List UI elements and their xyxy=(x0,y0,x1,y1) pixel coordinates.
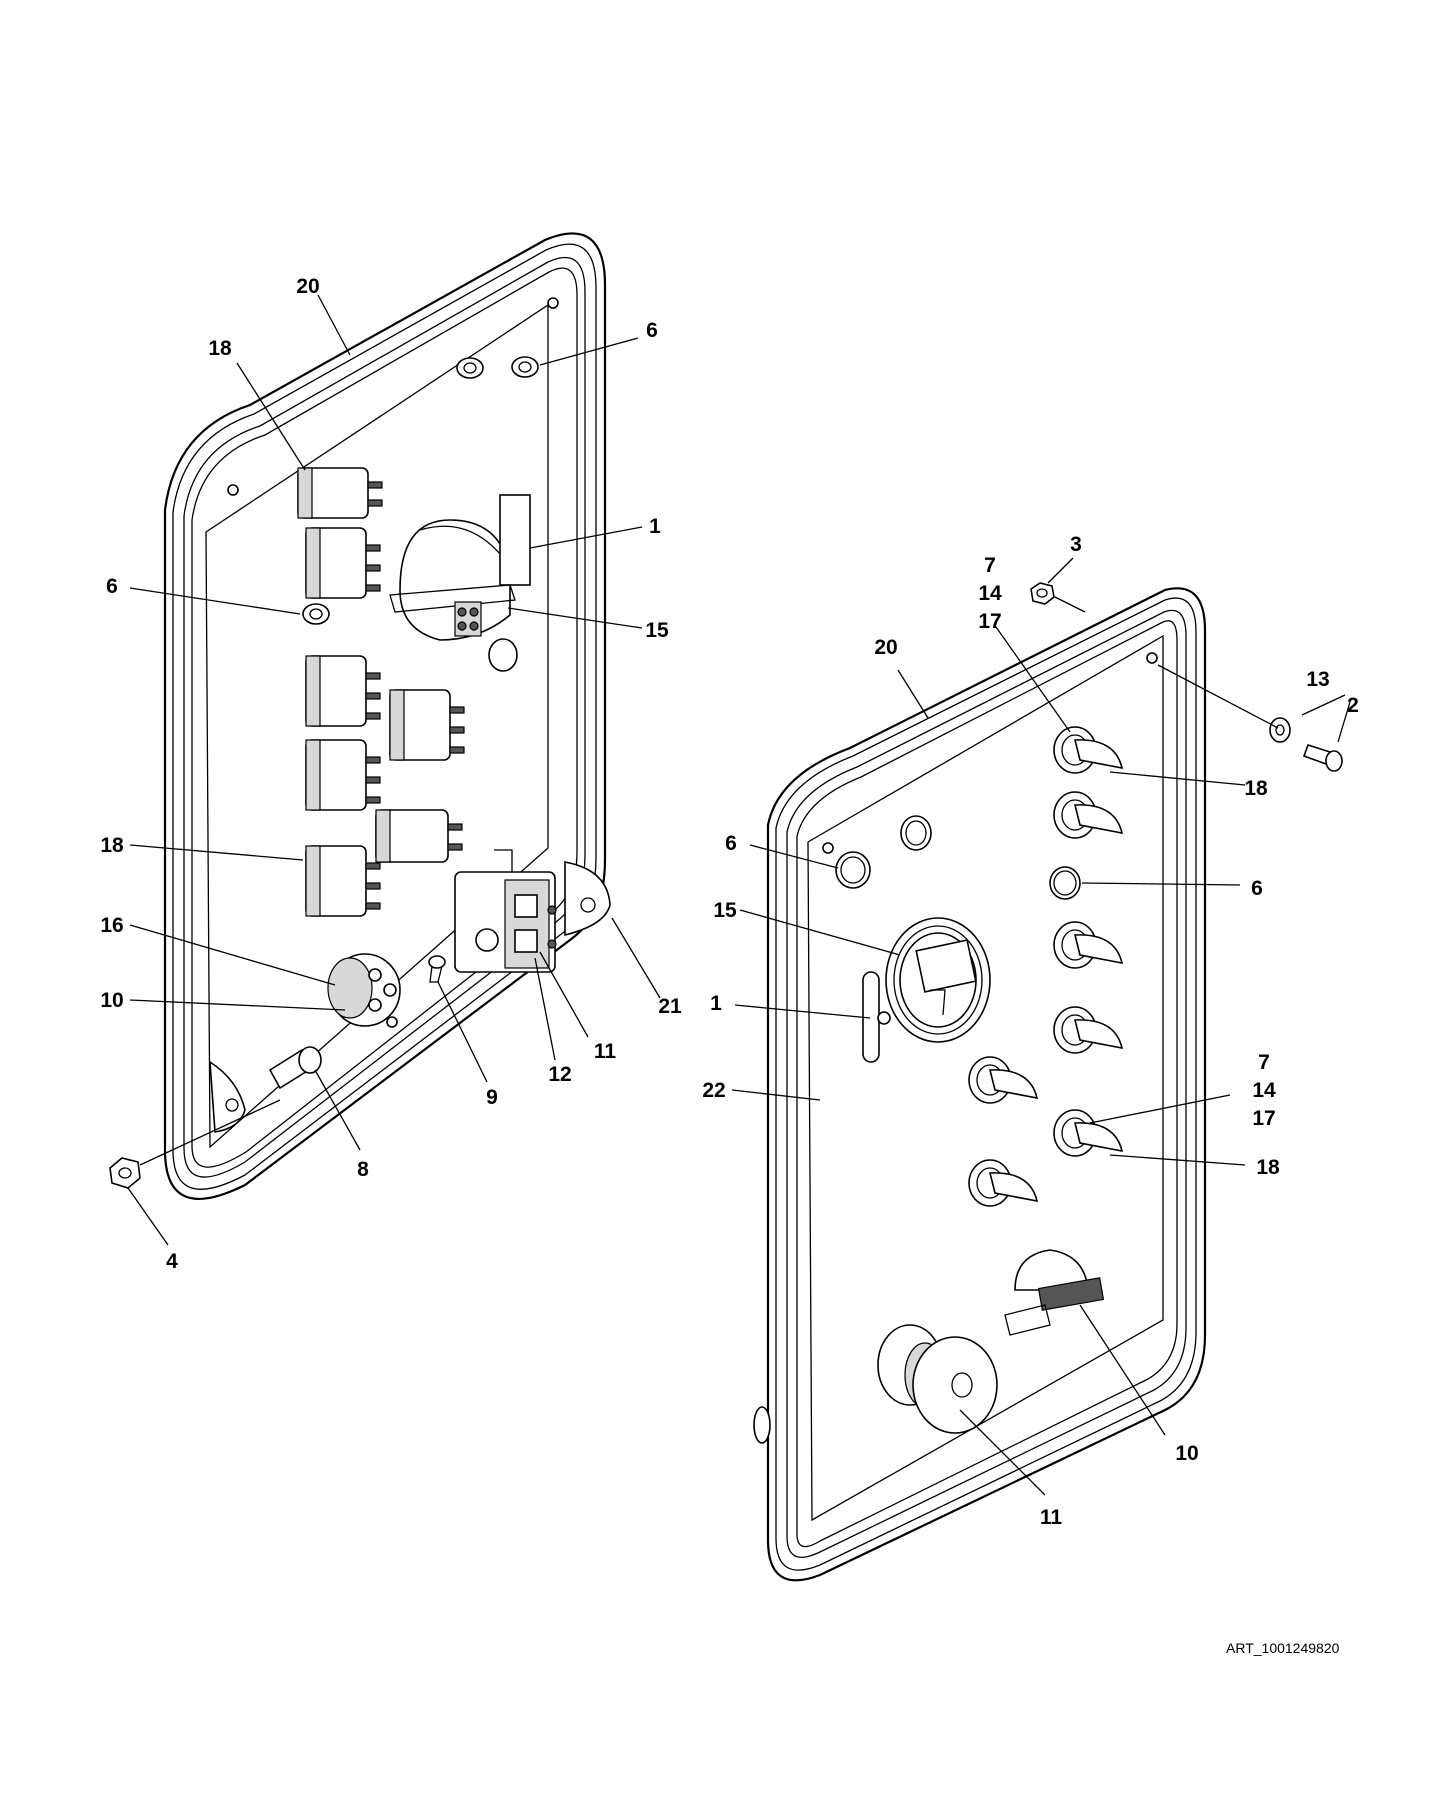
callout-15: 15 xyxy=(645,619,669,642)
callout-8: 8 xyxy=(357,1158,369,1181)
screw xyxy=(428,955,446,983)
callout-3: 3 xyxy=(1070,533,1082,556)
pin xyxy=(268,1046,322,1090)
mounting-bracket xyxy=(209,861,611,1133)
bolt xyxy=(1302,744,1343,772)
callout-14: 14 xyxy=(978,582,1002,605)
callout-6: 6 xyxy=(106,575,118,598)
callout-11: 11 xyxy=(594,1040,617,1063)
spacer-bushing xyxy=(302,356,539,625)
callout-13: 13 xyxy=(1306,668,1329,691)
callout-1: 1 xyxy=(649,515,661,538)
callout-10: 10 xyxy=(100,989,123,1012)
emergency-stop-button xyxy=(877,1324,998,1434)
left-leader-lines xyxy=(127,294,661,1246)
callout-18: 18 xyxy=(100,834,124,857)
callout-21: 21 xyxy=(658,995,682,1018)
callout-4: 4 xyxy=(166,1250,178,1273)
key-switch-rear xyxy=(327,953,401,1028)
callout-22: 22 xyxy=(702,1079,725,1102)
art-number-label: ART_1001249820 xyxy=(1226,1640,1340,1656)
callout-12: 12 xyxy=(548,1063,571,1086)
callout-11: 11 xyxy=(1040,1506,1063,1529)
hour-meter-rear xyxy=(389,494,531,672)
hex-nut xyxy=(1030,582,1055,605)
nut xyxy=(109,1157,141,1189)
right-panel-frame xyxy=(753,587,1207,1582)
callout-20: 20 xyxy=(296,275,319,298)
callout-20: 20 xyxy=(874,636,897,659)
callout-9: 9 xyxy=(486,1086,498,1109)
callout-2: 2 xyxy=(1347,694,1359,717)
callout-17: 17 xyxy=(1252,1107,1275,1130)
toggle-switch-group xyxy=(968,726,1124,1207)
right-panel xyxy=(731,557,1351,1582)
right-leader-lines xyxy=(731,557,1351,1496)
callout-6: 6 xyxy=(725,832,737,855)
washer xyxy=(1269,717,1291,743)
callout-18: 18 xyxy=(1244,777,1268,800)
callout-15: 15 xyxy=(713,899,737,922)
callout-1: 1 xyxy=(710,992,722,1015)
callout-10: 10 xyxy=(1175,1442,1198,1465)
right-callouts: 3 7 14 17 20 13 2 18 6 6 15 1 22 7 14 17… xyxy=(702,533,1359,1529)
callout-7: 7 xyxy=(1258,1051,1270,1074)
callout-16: 16 xyxy=(100,914,123,937)
left-panel-frame xyxy=(163,232,607,1200)
callout-17: 17 xyxy=(978,610,1001,633)
callout-6: 6 xyxy=(1251,877,1263,900)
estop-contact-block xyxy=(454,849,557,973)
hour-meter-front xyxy=(885,917,991,1043)
callout-18: 18 xyxy=(208,337,232,360)
callout-14: 14 xyxy=(1252,1079,1276,1102)
callout-7: 7 xyxy=(984,554,996,577)
callout-6: 6 xyxy=(646,319,658,342)
left-callouts: 20 18 6 1 6 15 18 16 10 9 12 11 21 8 4 xyxy=(100,275,682,1273)
relay-group xyxy=(297,467,465,917)
grommet-plugs xyxy=(835,815,1081,900)
key-switch-front xyxy=(1004,1249,1105,1336)
callout-18: 18 xyxy=(1256,1156,1280,1179)
left-panel xyxy=(109,232,661,1246)
